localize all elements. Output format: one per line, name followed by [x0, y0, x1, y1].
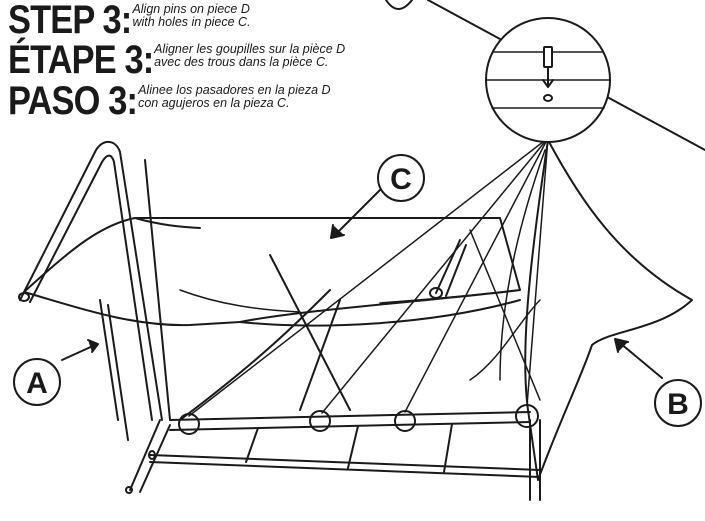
piece-a-frame [18, 141, 541, 501]
callout-c: C [377, 154, 425, 202]
callout-b: B [654, 379, 702, 427]
step-english: STEP 3: Align pins on piece D with holes… [8, 0, 251, 42]
step-heading-fr: ÉTAPE 3: [8, 38, 154, 82]
callout-a: A [13, 358, 61, 406]
step-line2-fr: avec des trous dans la pièce C. [154, 55, 329, 69]
callout-b-label: B [667, 388, 689, 421]
step-heading-es: PASO 3: [8, 79, 138, 123]
step-line1-es: Alinee los pasadores en la pieza D [138, 83, 331, 97]
step-line1-en: Align pins on piece D [132, 2, 250, 16]
step-text-fr: Aligner les goupilles sur la pièce D ave… [154, 43, 345, 69]
step-line1-fr: Aligner les goupilles sur la pièce D [154, 42, 346, 56]
piece-b-fabric [469, 139, 693, 481]
detail-magnifier [485, 17, 611, 143]
partial-callout-circle [385, 0, 413, 10]
step-french: ÉTAPE 3: Aligner les goupilles sur la pi… [8, 38, 345, 82]
pin-hole-2 [309, 410, 331, 432]
callout-arrows [61, 189, 663, 379]
step-line2-en: with holes in piece C. [132, 15, 251, 29]
callout-c-label: C [390, 163, 412, 196]
step-text-en: Align pins on piece D with holes in piec… [132, 3, 250, 29]
step-spanish: PASO 3: Alinee los pasadores en la pieza… [8, 79, 331, 123]
step-heading-en: STEP 3: [8, 0, 132, 42]
step-text-es: Alinee los pasadores en la pieza D con a… [138, 84, 330, 110]
pin-icon [543, 46, 553, 68]
step-line2-es: con agujeros en la pieza C. [138, 96, 290, 110]
callout-a-label: A [26, 367, 48, 400]
pin-hole-1 [178, 413, 200, 435]
detail-leader-lines [188, 137, 549, 417]
